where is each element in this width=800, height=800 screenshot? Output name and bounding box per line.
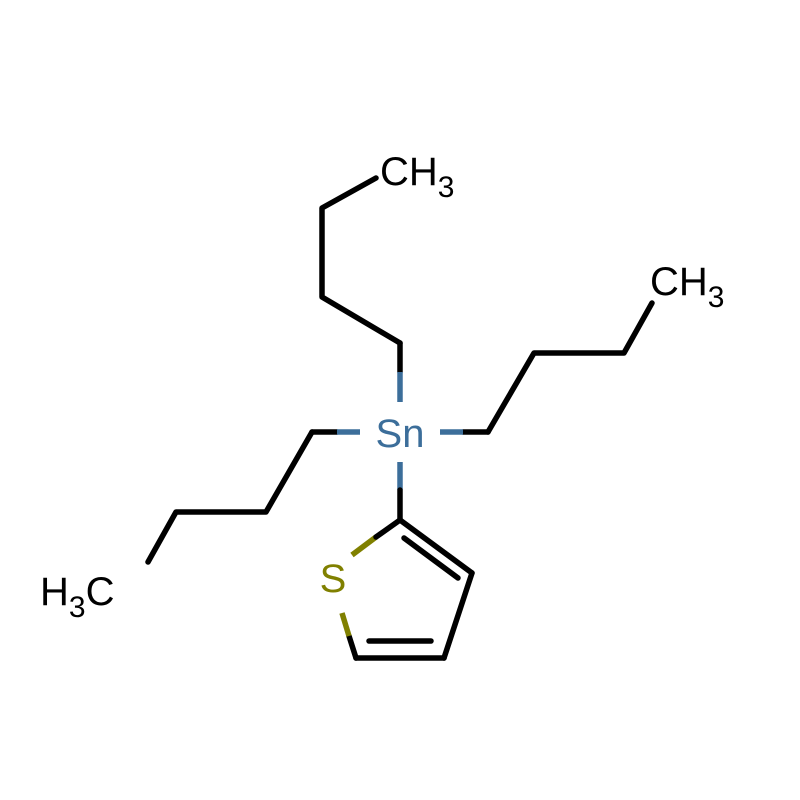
bond-s-c2 xyxy=(350,534,378,558)
bond-c3-c4 xyxy=(441,570,475,661)
butyl-chain-left xyxy=(145,429,360,565)
butyl-chain-right xyxy=(440,300,655,435)
atom-s: S xyxy=(320,557,347,601)
bond-c5-s xyxy=(346,633,359,661)
bond-c2-c3-inner xyxy=(401,535,461,581)
bond-chain-left xyxy=(145,429,315,565)
bond-chain-top xyxy=(319,175,403,346)
atom-methyl-right: CH3 xyxy=(650,260,724,314)
bond-c5-s-colored xyxy=(339,612,352,637)
thiophene-ring xyxy=(339,517,475,661)
bond-s-c2-black xyxy=(373,517,403,540)
atom-methyl-left: H3C xyxy=(40,570,114,624)
atom-sn: Sn xyxy=(376,412,425,456)
bond-c2-c3 xyxy=(397,517,475,576)
bond-chain-right xyxy=(485,300,655,435)
butyl-chain-top xyxy=(319,175,403,402)
atom-methyl-top: CH3 xyxy=(380,150,454,204)
